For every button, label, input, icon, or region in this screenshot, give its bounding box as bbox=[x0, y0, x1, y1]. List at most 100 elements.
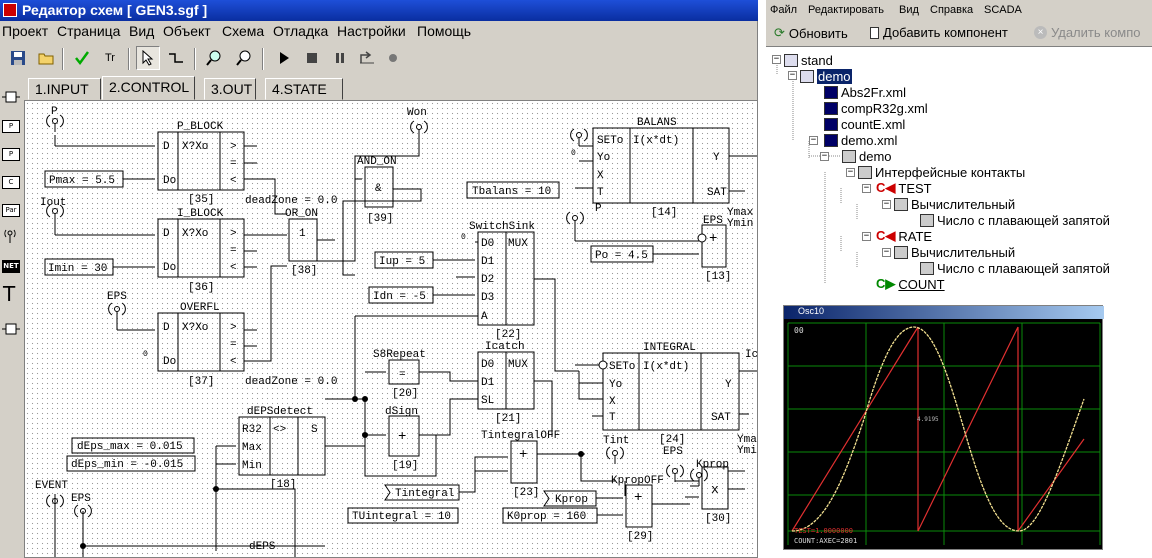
app-icon bbox=[3, 3, 17, 17]
schema-canvas[interactable]: P Won Iout EPS EVENT EPS P_BLOCK I_BLOCK… bbox=[24, 100, 758, 558]
pointer-icon[interactable] bbox=[136, 46, 160, 70]
tree-toggle[interactable]: − bbox=[862, 231, 871, 241]
menu-project[interactable]: Проект bbox=[2, 23, 49, 39]
schema-text: = bbox=[230, 245, 237, 257]
antenna-icon[interactable] bbox=[3, 228, 17, 247]
tab-out[interactable]: 3.OUT bbox=[204, 78, 256, 100]
tree-node-float-1[interactable]: Число с плавающей запятой bbox=[920, 212, 1110, 228]
tr-icon[interactable]: Tr bbox=[105, 52, 115, 64]
label-kprop: Kprop bbox=[696, 459, 729, 471]
project-explorer-window: Файл Редактировать Вид Справка SCADA ⟳ О… bbox=[766, 0, 1152, 297]
connect-icon[interactable] bbox=[164, 46, 188, 70]
schema-text: R32 bbox=[242, 424, 262, 436]
sum29-box bbox=[625, 484, 653, 528]
osc-title-bar[interactable]: Osc10 bbox=[784, 306, 1104, 319]
menu-page[interactable]: Страница bbox=[57, 23, 121, 39]
menu-object[interactable]: Объект bbox=[163, 23, 211, 39]
param-k0prop: K0prop = 160 bbox=[507, 511, 586, 523]
zoom-in-icon[interactable] bbox=[202, 46, 226, 70]
tree-toggle[interactable]: − bbox=[820, 151, 829, 161]
refresh-button[interactable]: ⟳ Обновить bbox=[774, 25, 848, 41]
tab-control[interactable]: 2.CONTROL bbox=[102, 76, 195, 100]
tree-node-test[interactable]: C◀TEST bbox=[876, 180, 932, 196]
tree-node-float-2[interactable]: Число с плавающей запятой bbox=[920, 260, 1110, 276]
param-p2-icon[interactable]: P bbox=[2, 148, 20, 161]
schema-text: 0 bbox=[461, 233, 466, 242]
schema-text: Yo bbox=[609, 379, 622, 391]
editor-toolbar: Tr bbox=[0, 44, 758, 74]
block2-tool-icon[interactable] bbox=[2, 322, 20, 339]
tree-toggle[interactable]: − bbox=[846, 167, 855, 177]
block-tool-icon[interactable] bbox=[2, 90, 20, 107]
par-icon[interactable]: Par bbox=[2, 204, 20, 217]
net-icon[interactable]: NET bbox=[2, 260, 20, 273]
menu-view[interactable]: Вид bbox=[899, 4, 919, 16]
tab-input[interactable]: 1.INPUT bbox=[28, 78, 101, 100]
check-icon[interactable] bbox=[70, 46, 94, 70]
menu-view[interactable]: Вид bbox=[129, 23, 155, 39]
const-icon[interactable]: C bbox=[2, 176, 20, 189]
menu-debug[interactable]: Отладка bbox=[273, 23, 329, 39]
schema-text: SAT bbox=[711, 412, 731, 424]
tree-node-computational-2[interactable]: Вычислительный bbox=[894, 244, 1015, 260]
schema-text: D1 bbox=[481, 256, 495, 268]
menu-scada[interactable]: SCADA bbox=[984, 4, 1022, 16]
schema-text: A bbox=[481, 311, 488, 323]
tree-toggle[interactable]: − bbox=[809, 135, 818, 145]
step-icon[interactable] bbox=[355, 46, 379, 70]
param-tuintegral: TUintegral = 10 bbox=[352, 511, 451, 523]
schema-diagram: P Won Iout EPS EVENT EPS P_BLOCK I_BLOCK… bbox=[35, 106, 757, 557]
save-icon[interactable] bbox=[6, 46, 30, 70]
tree-node-demo-component[interactable]: demo bbox=[842, 148, 892, 164]
pause-icon[interactable] bbox=[328, 46, 352, 70]
tree-toggle[interactable]: − bbox=[882, 199, 891, 209]
component-icon bbox=[894, 245, 908, 259]
menu-help[interactable]: Помощь bbox=[417, 23, 472, 39]
schema-text: [24] bbox=[659, 434, 685, 446]
open-icon[interactable] bbox=[34, 46, 58, 70]
tree-node-computational-1[interactable]: Вычислительный bbox=[894, 196, 1015, 212]
osc-mid-label: 4.9195 bbox=[917, 416, 939, 423]
tree-toggle[interactable]: − bbox=[862, 183, 871, 193]
stop-icon[interactable] bbox=[300, 46, 324, 70]
tree-toggle[interactable]: − bbox=[772, 54, 781, 64]
zoom-out-icon[interactable] bbox=[232, 46, 256, 70]
schema-text: < bbox=[230, 262, 237, 274]
editor-title-bar[interactable]: Редактор схем [ GEN3.sgf ] bbox=[0, 0, 758, 21]
menu-help[interactable]: Справка bbox=[930, 4, 974, 16]
tree-node-interfaces[interactable]: Интерфейсные контакты bbox=[858, 164, 1025, 180]
param-idn: Idn = -5 bbox=[373, 291, 426, 303]
label-deadzone2: deadZone = 0.0 bbox=[245, 376, 337, 388]
menu-schema[interactable]: Схема bbox=[222, 23, 265, 39]
schema-text: SETo bbox=[609, 361, 635, 373]
tree-node-demo-xml[interactable]: demo.xml bbox=[824, 132, 897, 148]
i-block-box bbox=[157, 218, 245, 278]
schema-text: D bbox=[163, 228, 170, 240]
tree-node-rate[interactable]: C◀RATE bbox=[876, 228, 933, 244]
tree-node-demo-folder[interactable]: demo bbox=[800, 68, 852, 84]
menu-edit[interactable]: Редактировать bbox=[808, 4, 884, 16]
schema-text: [23] bbox=[513, 487, 539, 499]
remove-component-button[interactable]: × Удалить компо bbox=[1034, 25, 1141, 40]
menu-settings[interactable]: Настройки bbox=[337, 23, 406, 39]
tree-node-counte[interactable]: countE.xml bbox=[824, 116, 905, 132]
tree-toggle[interactable]: − bbox=[882, 247, 891, 257]
tree-node-count[interactable]: C▶COUNT bbox=[876, 276, 945, 292]
param-deps-max: dEps_max = 0.015 bbox=[77, 441, 183, 453]
tree-node-abs2fr[interactable]: Abs2Fr.xml bbox=[824, 84, 906, 100]
tab-state[interactable]: 4.STATE bbox=[265, 78, 343, 100]
label-ymax: Ymax bbox=[727, 207, 754, 219]
menu-file[interactable]: Файл bbox=[770, 4, 798, 16]
record-icon[interactable] bbox=[381, 46, 405, 70]
overfl-box bbox=[157, 312, 245, 372]
tree-node-compr32g[interactable]: compR32g.xml bbox=[824, 100, 928, 116]
label-dsign: dSign bbox=[385, 406, 418, 418]
param-p-icon[interactable]: P bbox=[2, 120, 20, 133]
tree-toggle[interactable]: − bbox=[788, 70, 797, 80]
add-component-button[interactable]: Добавить компонент bbox=[870, 25, 1008, 40]
mult30-box bbox=[701, 466, 729, 510]
text-tool-icon[interactable]: T bbox=[3, 282, 16, 306]
run-icon[interactable] bbox=[272, 46, 296, 70]
tree-node-stand[interactable]: stand bbox=[784, 52, 833, 68]
schema-text: = bbox=[230, 339, 237, 351]
